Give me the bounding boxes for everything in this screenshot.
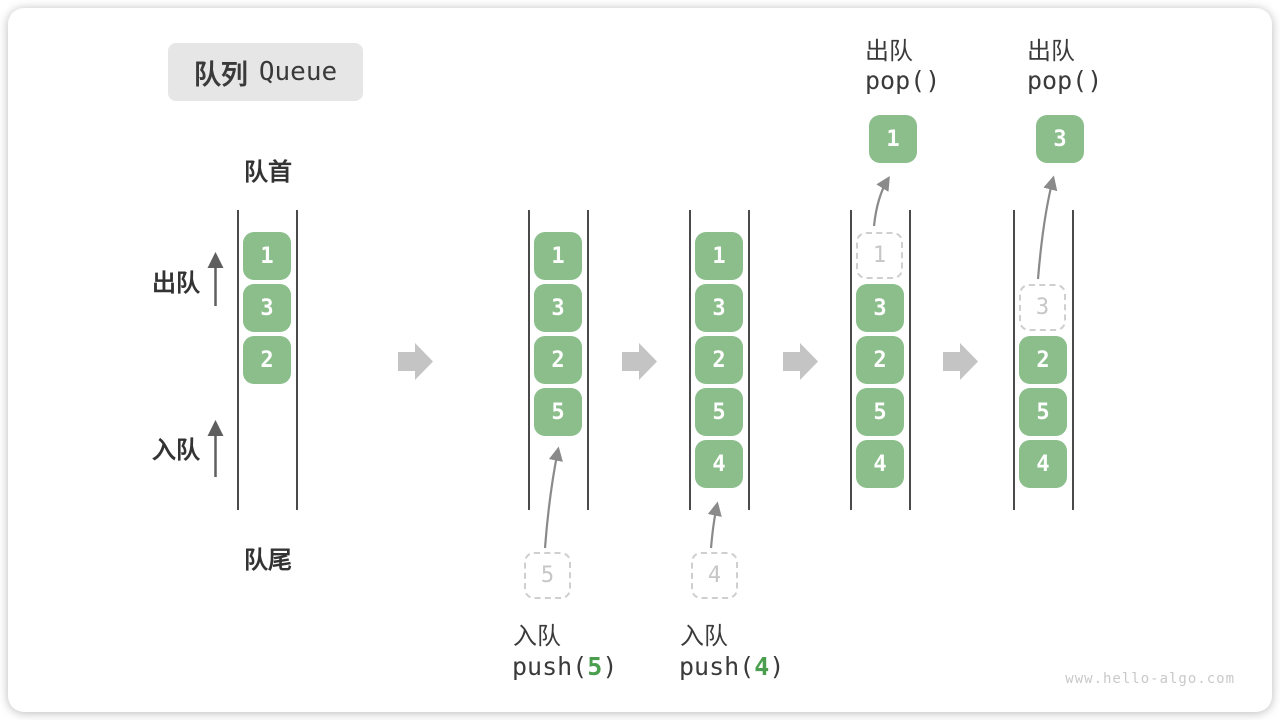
- queue-element: 4: [1019, 440, 1067, 488]
- queue-element: 3: [856, 284, 904, 332]
- queue-element: 2: [534, 336, 582, 384]
- queue-container-2: 1 3 2 5: [528, 210, 589, 510]
- title-en: Queue: [258, 57, 338, 87]
- queue-element: 5: [1019, 388, 1067, 436]
- watermark: www.hello-algo.com: [1065, 671, 1235, 687]
- popped-element: 3: [1036, 115, 1084, 163]
- queue-container-1: 1 3 2: [237, 210, 298, 510]
- queue-element: 5: [695, 388, 743, 436]
- push5-code: push(5): [512, 652, 617, 681]
- pop3-op-label: 出队: [1027, 38, 1075, 65]
- queue-element: 4: [695, 440, 743, 488]
- pop1-op-label: 出队: [865, 38, 913, 65]
- queue-element: 2: [243, 336, 291, 384]
- incoming-element-ghost: 5: [524, 552, 571, 599]
- push4-code: push(4): [679, 652, 784, 681]
- code-arg: 5: [587, 652, 603, 681]
- queue-element: 3: [243, 284, 291, 332]
- code-text: push(: [679, 652, 755, 681]
- queue-element: 4: [856, 440, 904, 488]
- queue-front-label: 队首: [244, 159, 292, 186]
- queue-container-5: 3 2 5 4: [1013, 210, 1074, 510]
- code-arg: 4: [754, 652, 770, 681]
- queue-element: 3: [534, 284, 582, 332]
- title-zh: 队列: [193, 59, 248, 90]
- queue-rear-label: 队尾: [244, 547, 292, 574]
- queue-element: 2: [856, 336, 904, 384]
- queue-element: 1: [534, 232, 582, 280]
- queue-element: 5: [534, 388, 582, 436]
- queue-element: 5: [856, 388, 904, 436]
- queue-element-ghost: 1: [856, 232, 903, 279]
- code-text: ): [769, 652, 785, 681]
- push5-op-label: 入队: [513, 623, 561, 650]
- queue-element: 1: [243, 232, 291, 280]
- code-text: push(: [512, 652, 588, 681]
- incoming-element-ghost: 4: [691, 552, 738, 599]
- enqueue-label: 入队: [152, 437, 200, 464]
- queue-container-4: 1 3 2 5 4: [850, 210, 911, 510]
- popped-element: 1: [869, 115, 917, 163]
- pop1-code: pop(): [865, 66, 941, 95]
- diagram-title: 队列 Queue: [168, 43, 363, 101]
- queue-element: 1: [695, 232, 743, 280]
- queue-element: 2: [695, 336, 743, 384]
- dequeue-label: 出队: [152, 270, 200, 297]
- queue-element: 3: [695, 284, 743, 332]
- diagram-card: [8, 8, 1272, 712]
- queue-element: 2: [1019, 336, 1067, 384]
- pop3-code: pop(): [1027, 66, 1103, 95]
- queue-element-ghost: 3: [1019, 284, 1066, 331]
- code-text: ): [602, 652, 618, 681]
- push4-op-label: 入队: [680, 623, 728, 650]
- queue-container-3: 1 3 2 5 4: [689, 210, 750, 510]
